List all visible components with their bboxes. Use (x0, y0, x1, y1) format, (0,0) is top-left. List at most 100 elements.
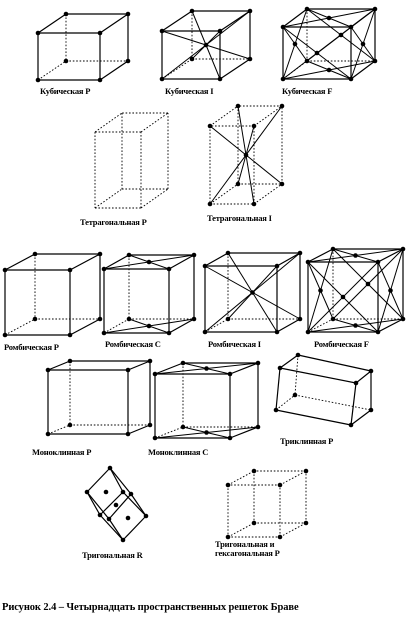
lattice-point (235, 103, 241, 109)
cell-edge (99, 491, 124, 516)
cell-edge (307, 248, 334, 263)
lattice-point (375, 259, 381, 265)
lattice-point (326, 15, 332, 21)
lattice-point (113, 502, 119, 508)
cell-edge (350, 409, 372, 426)
cell-edge (94, 188, 123, 209)
cell-trigonal-r (84, 465, 149, 543)
lattice-point (225, 316, 231, 322)
cell-edge (122, 491, 147, 517)
cell-edge (103, 254, 130, 270)
cell-edge (4, 318, 36, 336)
lattice-point (204, 430, 209, 435)
lattice-point (126, 316, 132, 322)
lattice-point (303, 468, 309, 474)
lattice-point (280, 24, 286, 30)
lattice-point (189, 56, 195, 62)
cell-edge (168, 318, 195, 334)
lattice-point (97, 512, 103, 518)
cell-edge (279, 367, 357, 384)
cell-edge (204, 252, 229, 267)
lattice-point (305, 329, 311, 335)
cell-edge (140, 112, 169, 133)
lattice-point (274, 263, 280, 269)
cell-edge (227, 522, 255, 538)
lattice-point (2, 332, 8, 338)
lattice-point (152, 435, 158, 441)
lattice-point (227, 371, 233, 377)
cell-edge (86, 491, 110, 520)
lattice-point (372, 6, 378, 12)
cell-edge (47, 360, 71, 371)
lattice-point (125, 367, 131, 373)
lattice-point (147, 358, 153, 364)
label-cubic-f: Кубическая F (282, 86, 333, 96)
lattice-point (243, 152, 249, 158)
lattice-point (101, 330, 107, 336)
lattice-point (297, 250, 303, 256)
lattice-point (251, 520, 257, 526)
cell-edge (122, 515, 147, 541)
lattice-point (368, 407, 374, 413)
lattice-point (180, 424, 186, 430)
lattice-point (372, 58, 378, 64)
lattice-point (120, 537, 126, 543)
lattice-point (107, 465, 113, 471)
lattice-point (348, 422, 354, 428)
lattice-point (84, 489, 90, 495)
label-ortho-i: Ромбическая I (208, 339, 261, 349)
lattice-point (2, 267, 8, 273)
lattice-point (365, 281, 371, 287)
lattice-point (146, 259, 152, 265)
lattice-point (277, 534, 283, 540)
cell-edge (282, 8, 308, 28)
cell-tetragonal-p (94, 112, 169, 209)
lattice-point (225, 534, 231, 540)
lattice-point (360, 41, 366, 47)
cell-ortho-c (101, 252, 197, 336)
cell-edge (209, 183, 239, 205)
lattice-point (353, 380, 359, 386)
lattice-point (45, 431, 51, 437)
lattice-point (166, 330, 172, 336)
label-ortho-c: Ромбическая C (105, 339, 161, 349)
lattice-point (375, 329, 381, 335)
cell-edge (209, 105, 239, 127)
cell-edge (275, 394, 296, 411)
lattice-point (152, 371, 158, 377)
lattice-point (247, 56, 253, 62)
lattice-point (125, 515, 131, 521)
lattice-point (191, 316, 197, 322)
lattice-point (217, 76, 223, 82)
lattice-point (35, 77, 41, 83)
lattice-point (251, 201, 257, 207)
lattice-point (67, 358, 73, 364)
cell-edge (229, 362, 259, 375)
lattice-point (255, 424, 261, 430)
lattice-point (279, 181, 285, 187)
cell-edge (37, 13, 67, 34)
lattice-point (280, 76, 286, 82)
cell-mono-c (152, 360, 261, 441)
cell-edge (154, 362, 184, 375)
cell-trigonal-hex-p (225, 468, 309, 540)
cell-mono-p (45, 358, 153, 437)
cell-edge (294, 354, 299, 396)
lattice-point (292, 41, 298, 47)
cell-edge (307, 318, 334, 333)
lattice-point (67, 332, 73, 338)
cell-edge (253, 183, 283, 205)
lattice-point (204, 366, 209, 371)
label-triclinic-p: Триклинная P (280, 436, 334, 446)
cell-cubic-i (159, 8, 253, 82)
lattice-point (273, 407, 279, 413)
lattice-point (297, 316, 303, 322)
lattice-point (125, 11, 131, 17)
lattice-point (35, 30, 41, 36)
lattice-point (159, 28, 165, 34)
label-mono-c: Моноклинная C (148, 447, 209, 457)
lattice-point (67, 422, 73, 428)
cell-edge (69, 253, 101, 271)
lattice-point (32, 316, 38, 322)
lattice-point (166, 266, 172, 272)
